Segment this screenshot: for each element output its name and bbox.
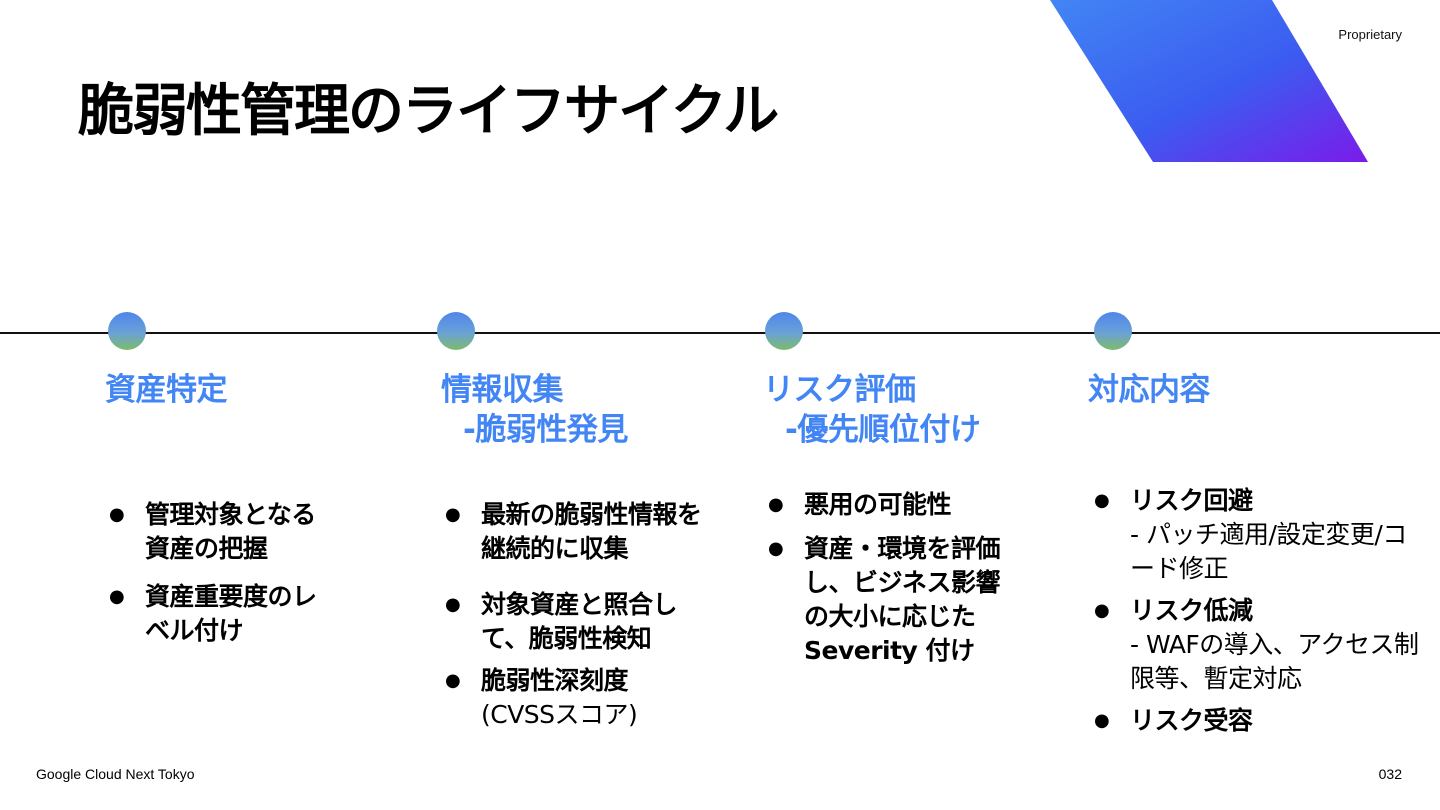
stage-title-text: 対応内容: [1088, 372, 1211, 408]
stage-risk-assessment: リスク評価 -優先順位付け 悪用の可能性 資産・環境を評価し、ビジネス影響の大小…: [763, 370, 1063, 665]
stage-bullets: 管理対象となる資産の把握 資産重要度のレベル付け: [109, 498, 335, 648]
timeline-dot-2: [437, 312, 475, 350]
bullet-detail: - WAFの導入、アクセス制限等、暫定対応: [1130, 630, 1419, 693]
stage-info-collection: 情報収集 -脆弱性発見 最新の脆弱性情報を継続的に収集 対象資産と照合して、脆弱…: [441, 370, 741, 729]
stage-bullets: リスク回避 - パッチ適用/設定変更/コード修正 リスク低減 - WAFの導入、…: [1094, 484, 1420, 738]
stage-subtitle: -優先順位付け: [785, 412, 981, 448]
bullet-item: 最新の脆弱性情報を継続的に収集: [445, 498, 711, 566]
bullet-text: 悪用の可能性: [804, 490, 952, 519]
stage-response: 対応内容 リスク回避 - パッチ適用/設定変更/コード修正 リスク低減 - WA…: [1088, 370, 1419, 738]
stage-title: 資産特定: [105, 370, 405, 410]
bullet-item: 悪用の可能性: [768, 488, 984, 522]
timeline-dot-4: [1094, 312, 1132, 350]
bullet-text: リスク回避: [1130, 486, 1253, 515]
proprietary-label: Proprietary: [1338, 27, 1402, 42]
gradient-banner: [1050, 0, 1368, 162]
stage-title: 対応内容: [1088, 370, 1388, 410]
stage-bullets: 悪用の可能性 資産・環境を評価し、ビジネス影響の大小に応じたSeverity 付…: [768, 488, 1004, 668]
stage-bullets: 最新の脆弱性情報を継続的に収集 対象資産と照合して、脆弱性検知 脆弱性深刻度 (…: [445, 498, 721, 732]
bullet-item: リスク受容: [1094, 704, 1420, 738]
stage-title-text: リスク評価: [763, 372, 916, 408]
timeline-line: [0, 332, 1440, 334]
bullet-text: 脆弱性深刻度: [481, 666, 629, 695]
bullet-item: リスク回避 - パッチ適用/設定変更/コード修正: [1094, 484, 1420, 586]
bullet-item: 対象資産と照合して、脆弱性検知: [445, 588, 711, 656]
bullet-text: リスク低減: [1130, 596, 1253, 625]
timeline-dot-3: [765, 312, 803, 350]
bullet-item: 資産重要度のレベル付け: [109, 580, 335, 648]
page-number: 032: [1378, 766, 1402, 782]
bullet-text: リスク受容: [1130, 706, 1253, 735]
bullet-detail: (CVSSスコア): [481, 700, 638, 729]
timeline-dot-1: [108, 312, 146, 350]
stage-title: 情報収集 -脆弱性発見: [441, 370, 741, 450]
bullet-item: 資産・環境を評価し、ビジネス影響の大小に応じたSeverity 付け: [768, 532, 1004, 668]
bullet-item: リスク低減 - WAFの導入、アクセス制限等、暫定対応: [1094, 594, 1420, 696]
stage-title-text: 情報収集: [441, 372, 564, 408]
bullet-text: 対象資産と照合して、脆弱性検知: [481, 590, 678, 653]
bullet-detail: - パッチ適用/設定変更/コード修正: [1130, 520, 1407, 583]
bullet-text: 資産・環境を評価し、ビジネス影響の大小に応じたSeverity 付け: [804, 534, 1001, 665]
stage-subtitle: -脆弱性発見: [463, 412, 628, 448]
bullet-text: 管理対象となる資産の把握: [145, 500, 316, 563]
bullet-text: 資産重要度のレベル付け: [145, 582, 317, 645]
stage-title-text: 資産特定: [105, 372, 228, 408]
stage-asset-identification: 資産特定 管理対象となる資産の把握 資産重要度のレベル付け: [105, 370, 405, 645]
bullet-text: 最新の脆弱性情報を継続的に収集: [481, 500, 702, 563]
bullet-item: 脆弱性深刻度 (CVSSスコア): [445, 664, 721, 732]
page-title: 脆弱性管理のライフサイクル: [78, 79, 779, 144]
footer-event-name: Google Cloud Next Tokyo: [36, 766, 195, 782]
bullet-item: 管理対象となる資産の把握: [109, 498, 335, 566]
stage-title: リスク評価 -優先順位付け: [763, 370, 1063, 450]
